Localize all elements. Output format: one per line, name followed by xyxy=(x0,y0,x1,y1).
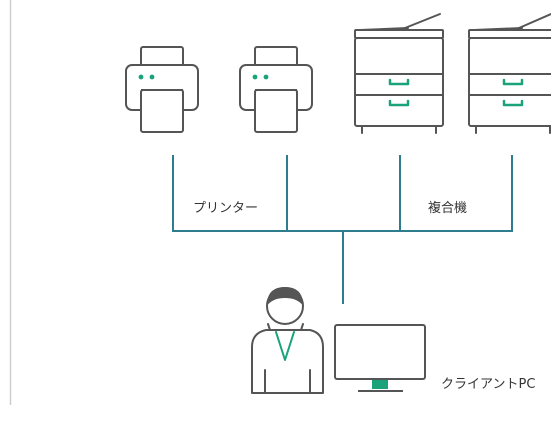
multifunction-printer-icon xyxy=(468,13,551,134)
printer-icon xyxy=(239,46,313,133)
client-pc-label: クライアントPC xyxy=(441,377,536,392)
monitor-icon xyxy=(334,324,426,392)
network-connector-lines xyxy=(172,155,513,304)
printer-icon xyxy=(125,46,199,133)
user-icon xyxy=(251,287,324,394)
printers-label: プリンター xyxy=(193,201,259,216)
multifunction-printer-icon xyxy=(354,13,444,134)
multifunction-label: 複合機 xyxy=(428,201,468,216)
